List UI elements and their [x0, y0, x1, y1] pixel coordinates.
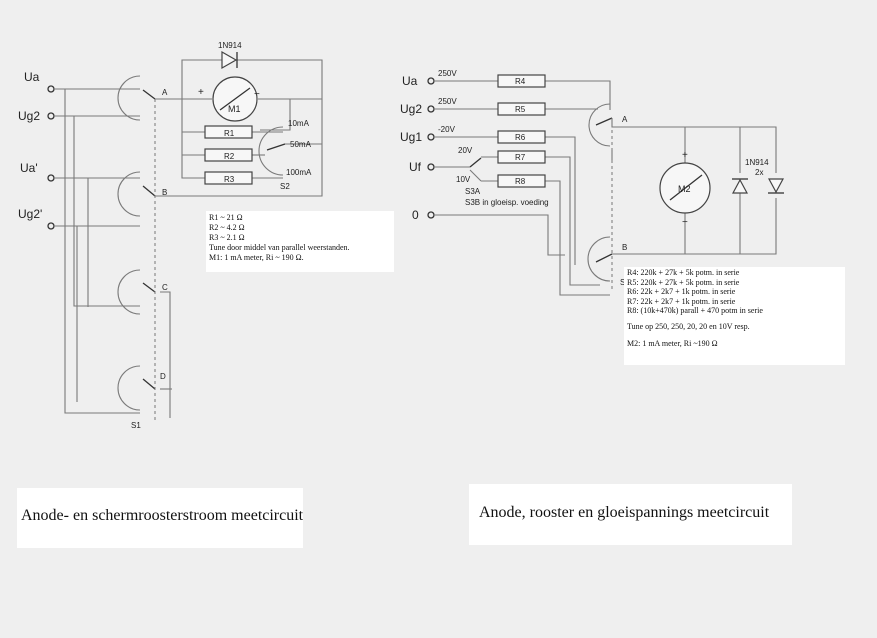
left-wiring: [54, 59, 323, 420]
left-diode-label: 1N914: [218, 41, 242, 50]
right-diode-count: 2x: [755, 168, 763, 177]
right-note-r7: R7: 22k + 2k7 + 1k potm. in serie: [627, 296, 736, 306]
left-note-r3: R3 ~ 2.1 Ω: [209, 233, 245, 242]
left-terminal-ua: Ua: [24, 70, 40, 84]
right-resistor-r4: R4: [515, 77, 526, 86]
right-switch-pos-b: B: [622, 243, 627, 252]
left-terminal-ug2-prime: Ug2': [18, 207, 42, 221]
right-terminal-zero: 0: [412, 208, 419, 222]
right-voltage-ug2: 250V: [438, 97, 457, 106]
right-note-r5: R5: 220k + 27k + 5k potm. in serie: [627, 277, 740, 287]
left-resistors: [204, 125, 253, 185]
left-terminals: [47, 85, 55, 230]
left-range-10ma: 10mA: [288, 119, 310, 128]
right-voltage-ug1: -20V: [438, 125, 456, 134]
left-switch-s1: S1: [131, 421, 141, 430]
right-terminal-uf: Uf: [409, 160, 422, 174]
left-title-text: Anode- en schermroosterstroom meetcircui…: [21, 507, 304, 524]
right-meter-minus: −: [682, 217, 688, 228]
right-diodes: [731, 178, 785, 194]
right-resistors: [497, 74, 546, 188]
right-title: Anode, rooster en gloeispannings meetcir…: [469, 484, 792, 545]
right-diode-label: 1N914: [745, 158, 769, 167]
right-note-meter: M2: 1 mA meter, Ri ~190 Ω: [627, 338, 718, 348]
right-note-r8: R8: (10k+470k) parall + 470 potm in seri…: [627, 306, 763, 316]
right-terminal-ug1: Ug1: [400, 130, 422, 144]
left-terminal-ua-prime: Ua': [20, 161, 38, 175]
right-terminals: [427, 77, 435, 219]
right-switch-s3a: S3A: [465, 187, 481, 196]
left-switch-pos-b: B: [162, 188, 167, 197]
left-switch-pos-d: D: [160, 372, 166, 381]
right-note-r4: R4: 220k + 27k + 5k potm. in serie: [627, 268, 740, 277]
right-meter: [659, 162, 711, 214]
right-resistor-r6: R6: [515, 133, 526, 142]
left-switch-pos-c: C: [162, 283, 168, 292]
right-uf-10v: 10V: [456, 175, 471, 184]
left-meter-label: M1: [228, 104, 241, 114]
left-switch-pos-a: A: [162, 88, 168, 97]
right-voltage-ua: 250V: [438, 69, 457, 78]
left-resistor-r2: R2: [224, 152, 235, 161]
right-meter-label: M2: [678, 184, 691, 194]
left-note-r1: R1 ~ 21 Ω: [209, 213, 243, 222]
left-meter: [212, 76, 258, 122]
left-note-meter: M1: 1 mA meter, Ri ~ 190 Ω.: [209, 253, 304, 262]
right-notes: R4: 220k + 27k + 5k potm. in serie R5: 2…: [624, 267, 845, 365]
right-meter-plus: +: [682, 150, 688, 161]
right-wiring: [434, 80, 777, 296]
left-range-50ma: 50mA: [290, 140, 312, 149]
left-notes: R1 ~ 21 Ω R2 ~ 4.2 Ω R3 ~ 2.1 Ω Tune doo…: [206, 211, 394, 272]
left-note-r2: R2 ~ 4.2 Ω: [209, 223, 245, 232]
right-resistor-r5: R5: [515, 105, 526, 114]
right-uf-20v: 20V: [458, 146, 473, 155]
left-diode: [221, 50, 238, 70]
left-meter-minus: −: [254, 89, 260, 100]
right-resistor-r7: R7: [515, 153, 526, 162]
right-note-r6: R6: 22k + 2k7 + 1k potm. in serie: [627, 287, 736, 297]
left-resistor-r1: R1: [224, 129, 235, 138]
left-switch-s2: S2: [280, 182, 290, 191]
left-range-100ma: 100mA: [286, 168, 312, 177]
right-title-text: Anode, rooster en gloeispannings meetcir…: [479, 504, 770, 521]
left-title: Anode- en schermroosterstroom meetcircui…: [17, 488, 303, 548]
left-resistor-r3: R3: [224, 175, 235, 184]
left-terminal-ug2: Ug2: [18, 109, 40, 123]
right-switch-s3b: S3B in gloeisp. voeding: [465, 198, 549, 207]
left-meter-plus: +: [198, 87, 204, 98]
right-terminal-ug2: Ug2: [400, 102, 422, 116]
right-terminal-ua: Ua: [402, 74, 418, 88]
right-switch-pos-a: A: [622, 115, 628, 124]
right-resistor-r8: R8: [515, 177, 526, 186]
right-note-tune: Tune op 250, 250, 20, 20 en 10V resp.: [627, 321, 750, 331]
left-note-tune: Tune door middel van parallel weerstande…: [209, 243, 350, 252]
